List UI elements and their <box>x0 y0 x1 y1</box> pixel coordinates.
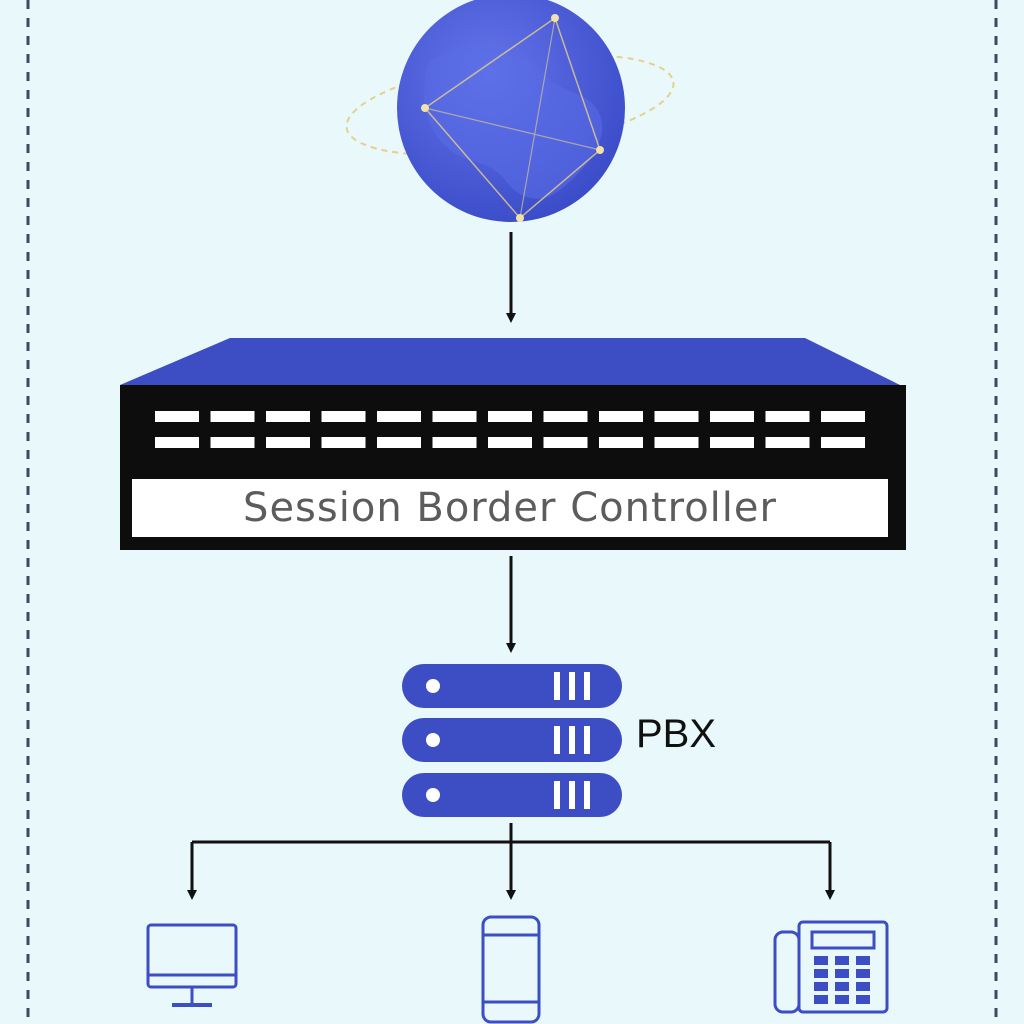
phone-keypad <box>814 956 870 1004</box>
switch-port <box>765 437 810 448</box>
switch-port <box>599 411 643 422</box>
switch-port <box>266 437 310 448</box>
phone-key <box>856 969 870 978</box>
switch-port <box>432 411 477 422</box>
server-stack-icon <box>402 664 622 817</box>
switch-port <box>654 411 699 422</box>
server-unit <box>402 664 622 708</box>
globe-icon <box>345 0 675 222</box>
switch-port <box>155 411 199 422</box>
switch-port <box>377 411 421 422</box>
switch-port <box>377 437 421 448</box>
pbx-distribution-arrows <box>187 823 835 900</box>
phone-key <box>814 995 828 1004</box>
desktop-computer-icon <box>146 923 238 1007</box>
switch-port <box>266 411 310 422</box>
switch-port <box>765 411 810 422</box>
network-switch-icon <box>120 338 906 550</box>
phone-key <box>856 995 870 1004</box>
phone-key <box>835 956 849 965</box>
switch-port <box>210 437 255 448</box>
phone-key <box>814 982 828 991</box>
server-unit <box>402 773 622 817</box>
switch-port <box>210 411 255 422</box>
switch-port <box>654 437 699 448</box>
switch-port <box>432 437 477 448</box>
phone-key <box>835 995 849 1004</box>
switch-port <box>599 437 643 448</box>
switch-port <box>821 437 865 448</box>
switch-port <box>543 437 588 448</box>
phone-key <box>814 969 828 978</box>
server-unit <box>402 718 622 762</box>
switch-port <box>488 411 532 422</box>
desk-phone-icon <box>773 920 889 1014</box>
phone-key <box>835 969 849 978</box>
phone-key <box>856 956 870 965</box>
phone-key <box>835 982 849 991</box>
smartphone-icon <box>481 915 541 1024</box>
switch-port <box>488 437 532 448</box>
pbx-label: PBX <box>636 712 717 756</box>
switch-port <box>321 437 366 448</box>
switch-ports <box>155 411 865 448</box>
phone-key <box>814 956 828 965</box>
switch-port <box>821 411 865 422</box>
switch-port <box>710 437 754 448</box>
switch-port <box>321 411 366 422</box>
switch-port <box>710 411 754 422</box>
phone-key <box>856 982 870 991</box>
switch-port <box>155 437 199 448</box>
switch-port <box>543 411 588 422</box>
sbc-label: Session Border Controller <box>243 485 777 531</box>
